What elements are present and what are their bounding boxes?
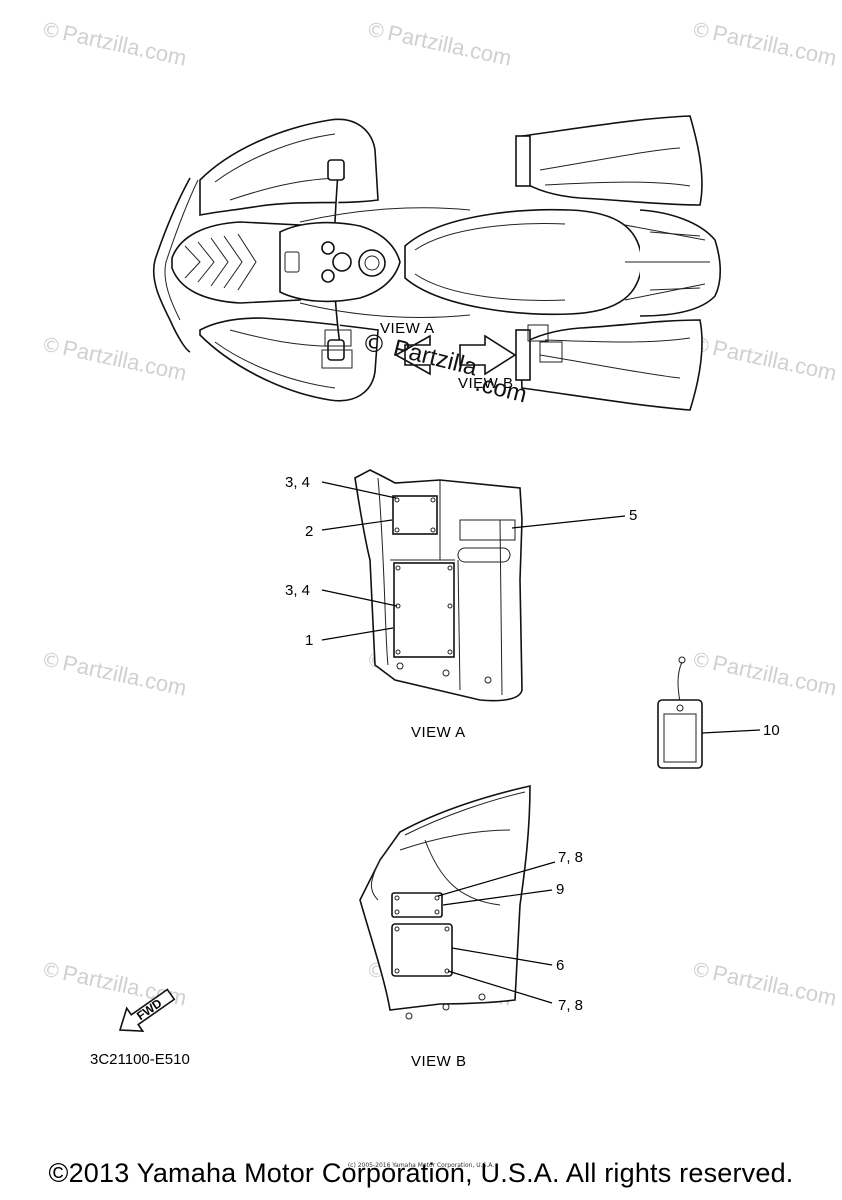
view-b-title: VIEW B: [411, 1053, 467, 1070]
copyright-footer: ©2013 Yamaha Motor Corporation, U.S.A. A…: [48, 1158, 794, 1188]
view-b-arrow: [459, 334, 517, 376]
view-b-drawing: 7, 8 9 6 7, 8 VIEW B: [359, 784, 583, 1070]
callout-6: 6: [556, 957, 564, 974]
top-view-a-label: VIEW A: [380, 320, 435, 337]
svg-text:©: ©: [364, 16, 389, 44]
callout-3-4-upper: 3, 4: [285, 474, 310, 491]
svg-text:©: ©: [39, 646, 64, 674]
tiny-copyright: (c) 2005-2016 Yamaha Motor Corporation, …: [347, 1162, 495, 1169]
partzilla-overlay-watermark: © Partzilla .com: [362, 330, 530, 408]
atv-top-view: VIEW A VIEW B: [152, 115, 722, 411]
callout-2: 2: [305, 523, 313, 540]
svg-text:©: ©: [689, 956, 714, 984]
callout-3-4-lower: 3, 4: [285, 582, 310, 599]
svg-text:©: ©: [39, 331, 64, 359]
svg-text:Partzilla.com: Partzilla.com: [710, 335, 838, 386]
svg-text:Partzilla.com: Partzilla.com: [710, 960, 838, 1011]
svg-text:©: ©: [689, 16, 714, 44]
callout-1: 1: [305, 632, 313, 649]
svg-text:©: ©: [39, 16, 64, 44]
callout-9: 9: [556, 881, 564, 898]
tag-item-10: 10: [657, 656, 780, 769]
svg-text:Partzilla.com: Partzilla.com: [710, 20, 838, 71]
svg-text:©: ©: [362, 330, 386, 358]
callout-7-8-lower: 7, 8: [558, 997, 583, 1014]
view-a-arrow: [394, 334, 431, 376]
callout-10: 10: [763, 722, 780, 739]
svg-text:Partzilla.com: Partzilla.com: [385, 20, 513, 71]
svg-text:©: ©: [689, 646, 714, 674]
svg-text:Partzilla.com: Partzilla.com: [60, 20, 188, 71]
svg-text:Partzilla: Partzilla: [391, 335, 481, 382]
svg-text:©: ©: [39, 956, 64, 984]
svg-text:Partzilla.com: Partzilla.com: [60, 335, 188, 386]
top-view-b-label: VIEW B: [458, 375, 514, 392]
view-a-title: VIEW A: [411, 724, 466, 741]
svg-text:Partzilla.com: Partzilla.com: [60, 650, 188, 701]
view-a-drawing: 3, 4 2 3, 4 1 5 VIEW A: [285, 469, 637, 741]
diagram-code: 3C21100-E510: [90, 1051, 190, 1068]
callout-5: 5: [629, 507, 637, 524]
callout-7-8-upper: 7, 8: [558, 849, 583, 866]
svg-text:Partzilla.com: Partzilla.com: [710, 650, 838, 701]
